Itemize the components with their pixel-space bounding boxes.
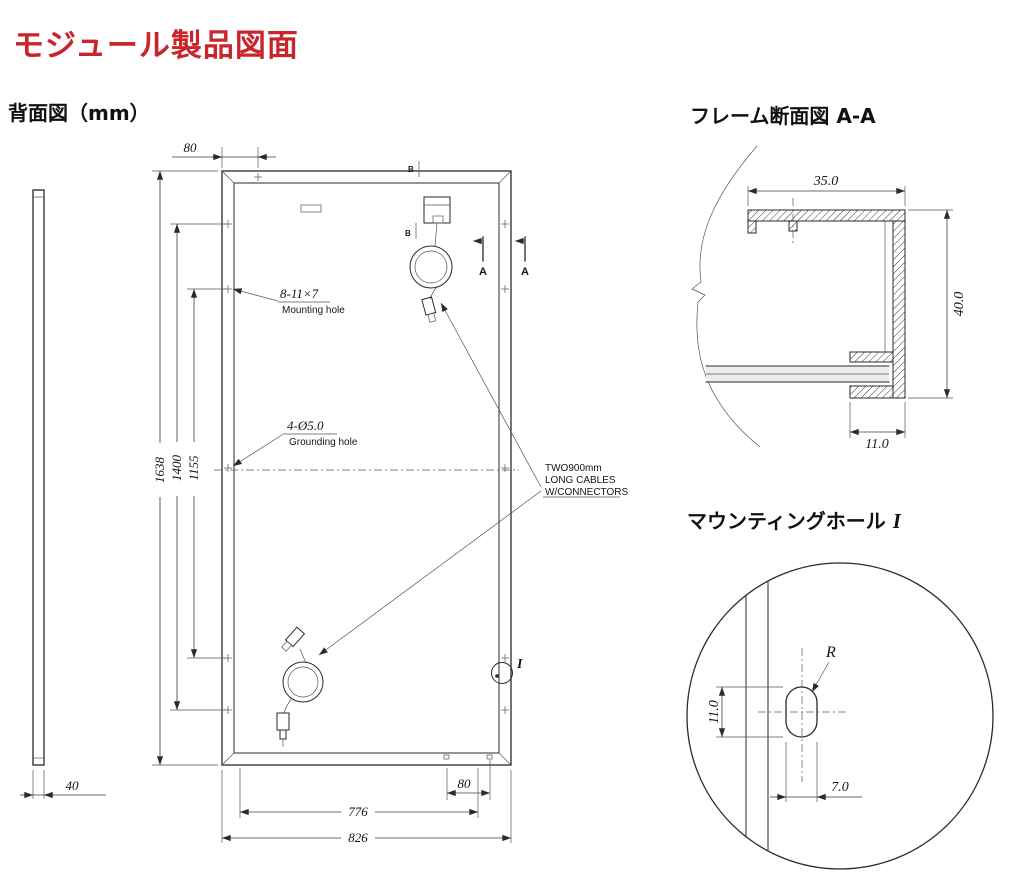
panel-rear-outline [214,170,519,766]
dim-hole-height: 11.0 [707,686,783,738]
dim-frame-height-label: 40.0 [952,292,967,317]
grounding-hole-dim-label: 4-Ø5.0 [287,418,324,433]
dim-overall-height-label: 1638 [152,457,167,484]
cable-connector-upper [281,626,306,652]
mounting-hole-title: マウンティングホール I [687,505,901,534]
mounting-hole-detail-view: R 11.0 7.0 [686,562,994,870]
dim-overall-width: 826 [221,770,512,845]
rear-view-title: 背面図（mm） [8,101,150,125]
dim-bottom-offset: 80 [446,760,491,800]
dim-side-thickness: 40 [66,778,80,793]
mounting-hole-text-label: Mounting hole [282,305,345,316]
dim-hole-height-label: 11.0 [707,700,722,723]
dim-hole-span-width: 776 [239,768,479,819]
dim-flange-width-label: 35.0 [813,174,839,189]
frame-hole-marks [224,173,509,760]
cable-note-line2: LONG CABLES [545,475,616,486]
mounting-hole-mark [224,220,509,714]
panel-side-view: 40 [20,189,106,799]
dim-overall-width-label: 826 [348,830,368,845]
mounting-hole-dim-label: 8-11×7 [280,286,319,301]
frame-section-title: フレーム断面図 A-A [690,104,876,128]
grounding-hole-text-label: Grounding hole [289,437,358,448]
junction-box [423,196,451,224]
mounting-hole-title-text: マウンティングホール [687,509,886,533]
section-a-left-label: A [479,266,487,278]
cable-connector-top [421,296,437,323]
dim-flange-width: 35.0 [747,174,906,206]
dim-top-offset: 80 [172,140,276,168]
dim-hole-span-inner-label: 1155 [186,455,201,481]
cable-note-line1: TWO900mm [545,463,602,474]
break-line [691,145,761,448]
frame-profile [747,198,906,399]
section-a-right-label: A [521,266,529,278]
drain-hole-mark [254,173,493,760]
dim-hole-width-label: 7.0 [831,780,849,795]
section-a-markers: A A [472,236,529,278]
radius-label: R [825,644,836,661]
dim-foot-width-label: 11.0 [865,437,888,452]
laminate-section [705,365,890,383]
grounding-hole-mark [224,464,509,472]
mounting-hole-title-suffix: I [892,509,901,533]
section-b-top-label: B [408,165,414,174]
detail-boundary-circle [686,562,994,870]
grounding-hole-callout: 4-Ø5.0 Grounding hole [232,418,358,467]
dim-hole-width: 7.0 [770,742,862,802]
mounting-hole-callout: 8-11×7 Mounting hole [232,286,345,316]
dim-bottom-offset-label: 80 [458,776,472,791]
dim-hole-span-outer: 1400 [169,223,226,711]
dim-hole-span-outer-label: 1400 [169,455,184,482]
cable-note-line3: W/CONNECTORS [545,487,628,498]
section-b-bottom-label: B [405,229,411,238]
dim-overall-height: 1638 [152,170,218,766]
dim-frame-height: 40.0 [908,209,967,399]
dim-hole-span-width-label: 776 [348,804,368,819]
dim-hole-span-inner: 1155 [186,288,226,659]
radius-callout: R [811,644,836,693]
detail-marker-i-label: I [516,657,523,672]
dim-foot-width: 11.0 [849,402,906,452]
dim-top-offset-label: 80 [184,140,198,155]
section-b-markers: B B [405,161,420,239]
cable-coil-bottom [276,626,324,747]
cable-note: TWO900mm LONG CABLES W/CONNECTORS [318,302,628,656]
cable-connector-lower [276,712,290,747]
page-title: モジュール製品図面 [13,28,299,64]
frame-cross-section: 35.0 40.0 11.0 [691,145,967,452]
cable-coil-top [409,222,453,323]
detail-marker-i: I [491,657,523,684]
